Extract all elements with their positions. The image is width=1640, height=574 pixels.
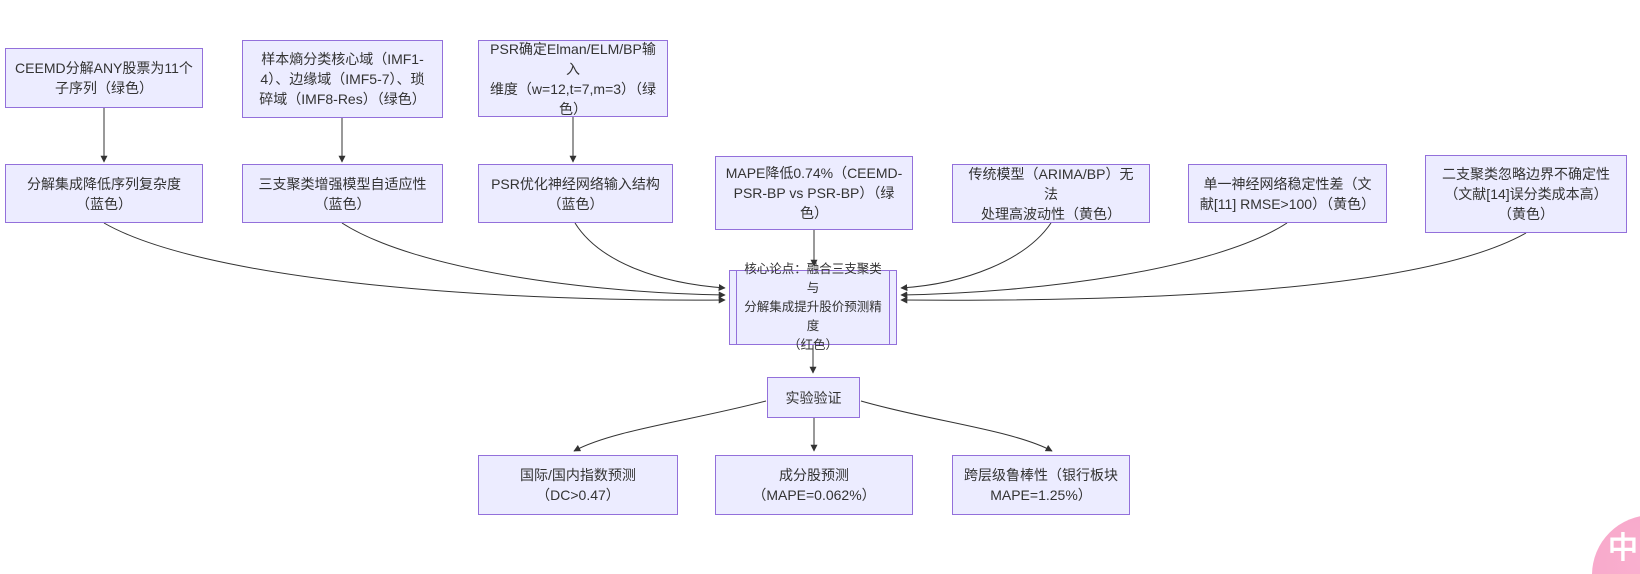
node-decompose-benefit: 分解集成降低序列复杂度 （蓝色）: [5, 164, 203, 223]
translate-latin-icon: A: [1638, 549, 1640, 574]
edge-experiment-to-robustness: [860, 400, 1053, 452]
node-two-way-limits: 二支聚类忽略边界不确定性 （文献[14]误分类成本高） （黄色）: [1425, 155, 1627, 233]
node-label: 成分股预测 （MAPE=0.062%）: [752, 467, 876, 503]
node-label: 国际/国内指数预测 （DC>0.47）: [520, 467, 636, 503]
node-single-nn-limits: 单一神经网络稳定性差（文 献[11] RMSE>100）（黄色）: [1188, 164, 1387, 223]
node-label: 传统模型（ARIMA/BP）无法 处理高波动性（黄色）: [968, 165, 1134, 222]
node-psr-dimension: PSR确定Elman/ELM/BP输入 维度（w=12,t=7,m=3）（绿 色…: [478, 40, 668, 117]
translate-fab-button[interactable]: 中 A: [1592, 515, 1640, 574]
node-label: 单一神经网络稳定性差（文 献[11] RMSE>100）（黄色）: [1199, 175, 1376, 212]
node-mape-improvement: MAPE降低0.74%（CEEMD- PSR-BP vs PSR-BP）（绿 色…: [715, 156, 913, 230]
node-traditional-limits: 传统模型（ARIMA/BP）无法 处理高波动性（黄色）: [952, 164, 1150, 223]
node-label: CEEMD分解ANY股票为11个 子序列（绿色）: [15, 60, 193, 96]
node-label: 实验验证: [785, 389, 842, 406]
node-robustness: 跨层级鲁棒性（银行板块 MAPE=1.25%）: [952, 455, 1130, 515]
node-ceemd-decompose: CEEMD分解ANY股票为11个 子序列（绿色）: [5, 48, 203, 108]
edge-threeway-to-core: [341, 222, 726, 299]
edge-twoway-to-core: [900, 232, 1527, 304]
node-label: 跨层级鲁棒性（银行板块 MAPE=1.25%）: [964, 467, 1118, 503]
node-label: 样本熵分类核心域（IMF1- 4）、边缘域（IMF5-7）、琐 碎域（IMF8-…: [259, 51, 426, 107]
node-constituent-prediction: 成分股预测 （MAPE=0.062%）: [715, 455, 913, 515]
node-label: 三支聚类增强模型自适应性 （蓝色）: [258, 175, 427, 212]
translate-chinese-icon: 中: [1608, 532, 1638, 565]
edge-decompose-to-core: [103, 222, 726, 304]
edge-singlenn-to-core: [900, 222, 1288, 299]
node-core-thesis: 核心论点：融合三支聚类与 分解集成提升股价预测精度 （红色）: [729, 262, 897, 352]
node-experiment: 实验验证: [767, 377, 860, 418]
node-label: 二支聚类忽略边界不确定性 （文献[14]误分类成本高） （黄色）: [1442, 166, 1610, 222]
node-index-prediction: 国际/国内指数预测 （DC>0.47）: [478, 455, 678, 515]
edge-traditional-to-core: [900, 222, 1052, 292]
node-label: 核心论点：融合三支聚类与 分解集成提升股价预测精度 （红色）: [744, 262, 882, 352]
node-sample-entropy: 样本熵分类核心域（IMF1- 4）、边缘域（IMF5-7）、琐 碎域（IMF8-…: [242, 40, 443, 118]
node-label: PSR优化神经网络输入结构 （蓝色）: [491, 175, 660, 212]
node-three-way-benefit: 三支聚类增强模型自适应性 （蓝色）: [242, 164, 443, 223]
node-label: 分解集成降低序列复杂度 （蓝色）: [27, 175, 181, 212]
edge-experiment-to-index: [573, 400, 767, 452]
edge-psrbenefit-to-core: [574, 222, 726, 292]
node-label: MAPE降低0.74%（CEEMD- PSR-BP vs PSR-BP）（绿 色…: [725, 165, 903, 221]
node-label: PSR确定Elman/ELM/BP输入 维度（w=12,t=7,m=3）（绿 色…: [489, 40, 657, 117]
node-psr-benefit: PSR优化神经网络输入结构 （蓝色）: [478, 164, 673, 223]
